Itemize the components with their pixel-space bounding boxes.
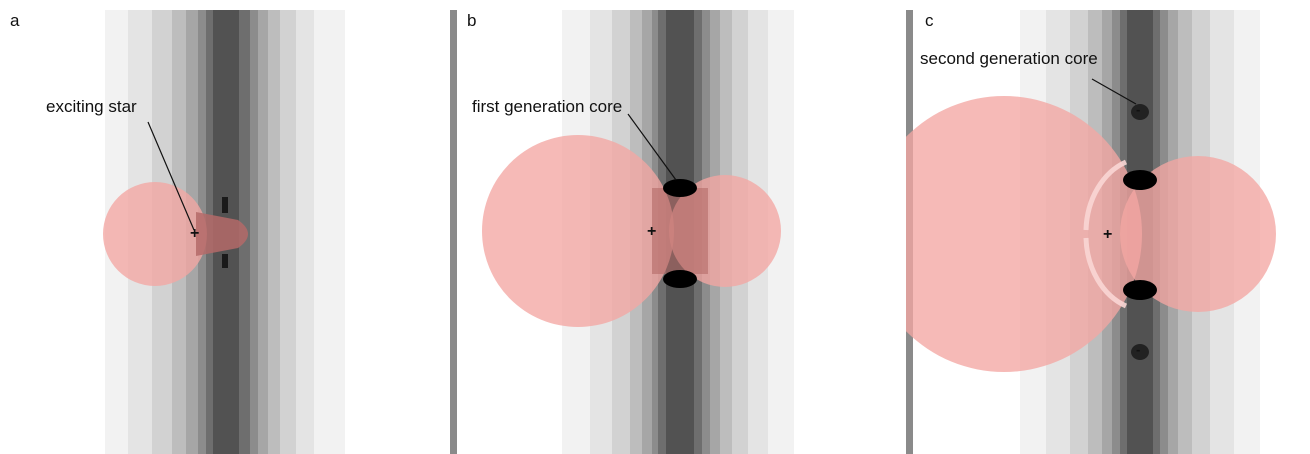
first-generation-core-annotation: first generation core: [472, 97, 623, 116]
panel-a: a exciting star +: [0, 0, 440, 454]
core-marker-upper: -: [1136, 102, 1141, 117]
exciting-star-annotation: exciting star: [46, 97, 137, 116]
panel-b: b first generation core +: [450, 0, 896, 454]
exciting-star-leader-line: [147, 121, 195, 231]
panel-a-label: a: [10, 11, 20, 30]
panel-b-divider: [450, 10, 457, 454]
core-marker-lower: -: [1136, 342, 1141, 357]
first-generation-cores: [663, 179, 697, 288]
second-generation-core-annotation: second generation core: [920, 49, 1098, 68]
panel-a-plot: [103, 10, 345, 454]
ionized-region: [103, 182, 248, 286]
panel-c: c second generation core + - -: [906, 0, 1310, 454]
ionized-region: [482, 135, 781, 327]
second-generation-core-leader-line: [1091, 78, 1137, 105]
star-marker: +: [647, 223, 657, 240]
panel-c-label: c: [925, 11, 934, 30]
exciting-star-marker: +: [190, 225, 200, 242]
second-generation-cores: [1131, 104, 1149, 360]
dense-fragments: [222, 197, 228, 268]
first-generation-core-leader-line: [627, 113, 677, 181]
panel-c-plot: [906, 10, 1276, 454]
ionized-region: [906, 96, 1276, 372]
star-marker: +: [1103, 226, 1113, 243]
panel-b-plot: [482, 10, 794, 454]
first-generation-cores: [1123, 170, 1157, 300]
panel-b-label: b: [467, 11, 477, 30]
